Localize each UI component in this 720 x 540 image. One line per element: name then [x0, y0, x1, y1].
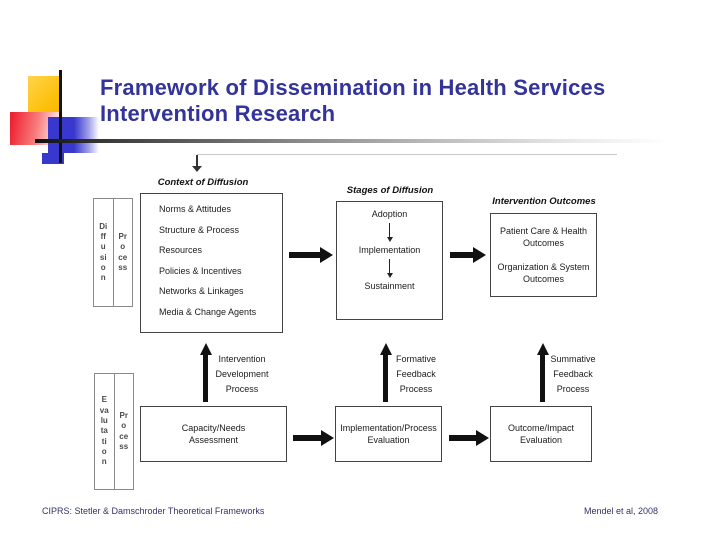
- context-item: Structure & Process: [159, 224, 240, 235]
- up-arrow-icon: [379, 343, 392, 402]
- logo-vertical-line: [59, 70, 62, 163]
- diffusion-process-sidebar: Diffusion Process: [93, 198, 133, 307]
- logo-blue-square: [48, 117, 100, 153]
- logo-small-blue-square: [42, 153, 64, 164]
- context-of-diffusion-header: Context of Diffusion: [157, 177, 249, 188]
- context-item: Norms & Attitudes: [159, 204, 232, 214]
- context-item: Resources: [159, 245, 203, 255]
- right-arrow-icon: [449, 430, 489, 446]
- summative-feedback-process-label: Summative Feedback Process: [550, 354, 596, 394]
- right-arrow-icon: [450, 247, 486, 263]
- right-arrow-icon: [289, 247, 333, 263]
- down-arrow-icon: [192, 166, 202, 172]
- up-arrow-icon: [536, 343, 549, 402]
- intervention-development-process-label: Intervention Development Process: [215, 354, 269, 394]
- context-item: Policies & Incentives: [159, 265, 242, 276]
- footer-reference: Mendel et al, 2008: [584, 506, 659, 516]
- sidebar-column: Evalutation: [95, 374, 114, 489]
- sidebar-column: Process: [112, 199, 133, 306]
- outcome-item: Patient Care & Health Outcomes: [499, 226, 588, 249]
- vertical-word-process: Process: [118, 231, 128, 272]
- stages-of-diffusion-header: Stages of Diffusion: [346, 185, 434, 196]
- stage-step: Implementation: [358, 245, 421, 255]
- vertical-word-diffusion: Diffusion: [99, 221, 108, 283]
- context-item: Media & Change Agents: [159, 306, 257, 317]
- formative-feedback-process-label: Formative Feedback Process: [395, 354, 436, 394]
- intervention-outcomes-box: Patient Care & Health Outcomes Organizat…: [490, 213, 597, 297]
- vertical-word-process: Process: [119, 410, 129, 451]
- capacity-needs-assessment-box: Capacity/Needs Assessment: [140, 406, 287, 462]
- stages-of-diffusion-box: Adoption Implementation Sustainment: [336, 201, 443, 320]
- slide-title: Framework of Dissemination in Health Ser…: [100, 75, 606, 126]
- context-item: Networks & Linkages: [159, 286, 244, 296]
- down-arrow-icon: [386, 223, 393, 242]
- implementation-process-evaluation-box: Implementation/Process Evaluation: [335, 406, 442, 462]
- sidebar-column: Diffusion: [94, 199, 113, 306]
- outcome-impact-evaluation-box: Outcome/Impact Evaluation: [490, 406, 592, 462]
- down-arrow-icon: [386, 259, 393, 278]
- up-arrow-icon: [199, 343, 212, 402]
- vertical-word-evaluation: Evalutation: [99, 395, 109, 467]
- context-of-diffusion-box: Norms & Attitudes Structure & Process Re…: [140, 193, 283, 333]
- down-arrow-icon: [196, 155, 198, 167]
- title-underline-rule: [35, 139, 668, 143]
- evaluation-process-sidebar: Evalutation Process: [94, 373, 134, 490]
- footer-citation: CIPRS: Stetler & Damschroder Theoretical…: [42, 506, 265, 516]
- right-arrow-icon: [293, 430, 334, 446]
- stage-step: Adoption: [371, 209, 408, 219]
- outcome-item: Organization & System Outcomes: [497, 261, 590, 284]
- intervention-outcomes-header: Intervention Outcomes: [492, 196, 596, 207]
- sidebar-column: Process: [113, 374, 134, 489]
- stage-step: Sustainment: [364, 281, 415, 291]
- top-connector-line: [197, 154, 617, 155]
